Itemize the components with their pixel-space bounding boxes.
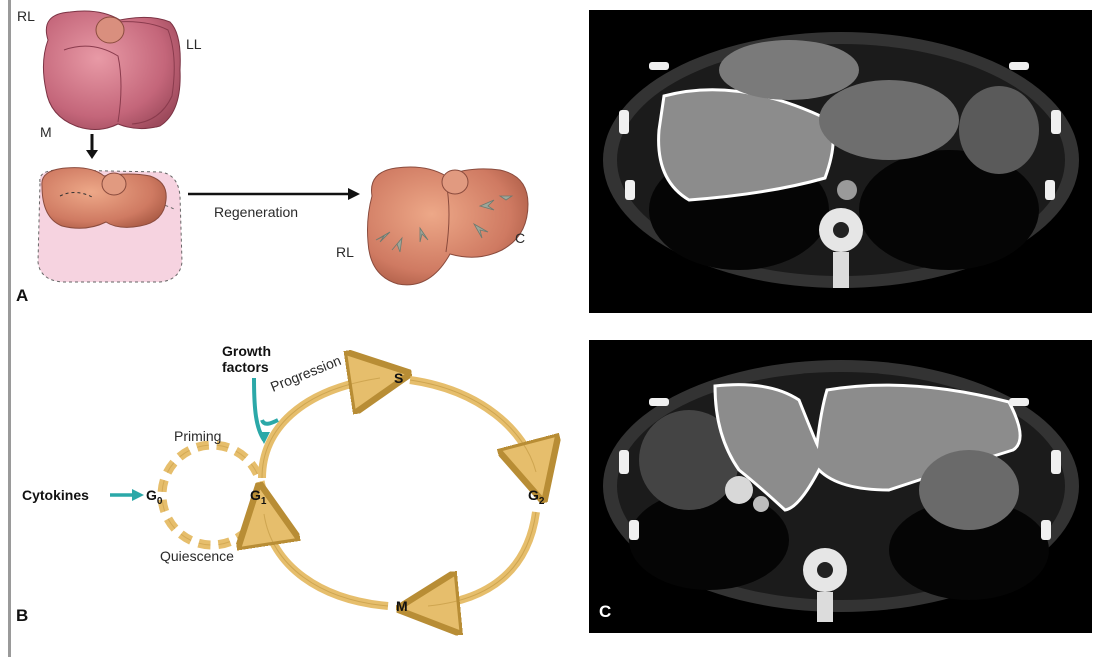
quiescence-label: Quiescence	[160, 548, 234, 564]
phase-g1: G1	[250, 487, 266, 507]
growth-factors-label-line1: Growth	[222, 343, 271, 359]
phase-g2: G2	[528, 487, 544, 507]
priming-label: Priming	[174, 428, 221, 444]
ct-scan-bottom: C	[589, 340, 1092, 633]
phase-g0: G0	[146, 487, 162, 507]
cell-cycle-diagram	[0, 0, 580, 657]
ct-scan-top	[589, 10, 1092, 313]
cytokines-label: Cytokines	[22, 487, 89, 503]
cytokine-arrow	[110, 489, 144, 501]
quiescence-loop	[162, 445, 262, 545]
panel-c-letter: C	[599, 602, 611, 622]
cell-cycle-loop	[262, 378, 536, 606]
growth-factors-label-line2: factors	[222, 359, 269, 375]
panel-b-letter: B	[16, 606, 28, 626]
phase-s: S	[394, 370, 403, 386]
phase-m: M	[396, 598, 408, 614]
